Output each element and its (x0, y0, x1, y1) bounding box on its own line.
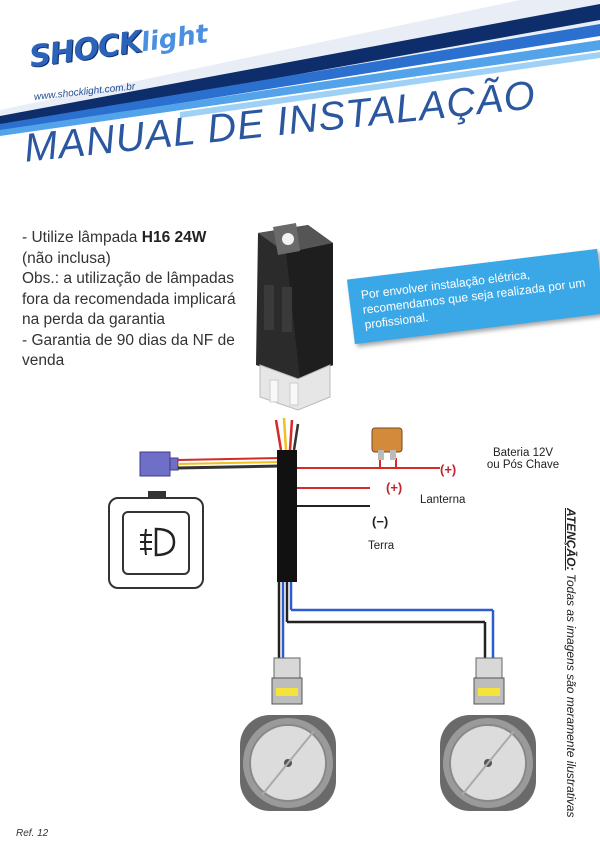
notice-banner: Por envolver instalação elétrica, recome… (346, 248, 600, 345)
lanterna-plus-symbol: (+) (386, 480, 403, 495)
switch-face (122, 511, 190, 575)
terra-label: Terra (368, 540, 395, 552)
relay-image (256, 223, 333, 411)
switch-clip (148, 491, 166, 497)
fog-light-switch (108, 491, 204, 589)
terra-minus-symbol: (−) (372, 514, 389, 529)
battery-plus-symbol: (+) (440, 462, 457, 477)
lanterna-label: Lanterna (420, 494, 466, 506)
wiring-diagram (139, 417, 536, 811)
battery-label: Bateria 12V ou Pós Chave (486, 447, 560, 471)
attention-note: ATENÇÃO: Todas as imagens são meramente … (564, 508, 578, 818)
reference-number: Ref. 12 (16, 828, 49, 839)
header-stripes (0, 0, 600, 136)
fog-light-icon (140, 527, 176, 557)
instructions-text: - Utilize lâmpada H16 24W (não inclusa) … (22, 229, 236, 369)
